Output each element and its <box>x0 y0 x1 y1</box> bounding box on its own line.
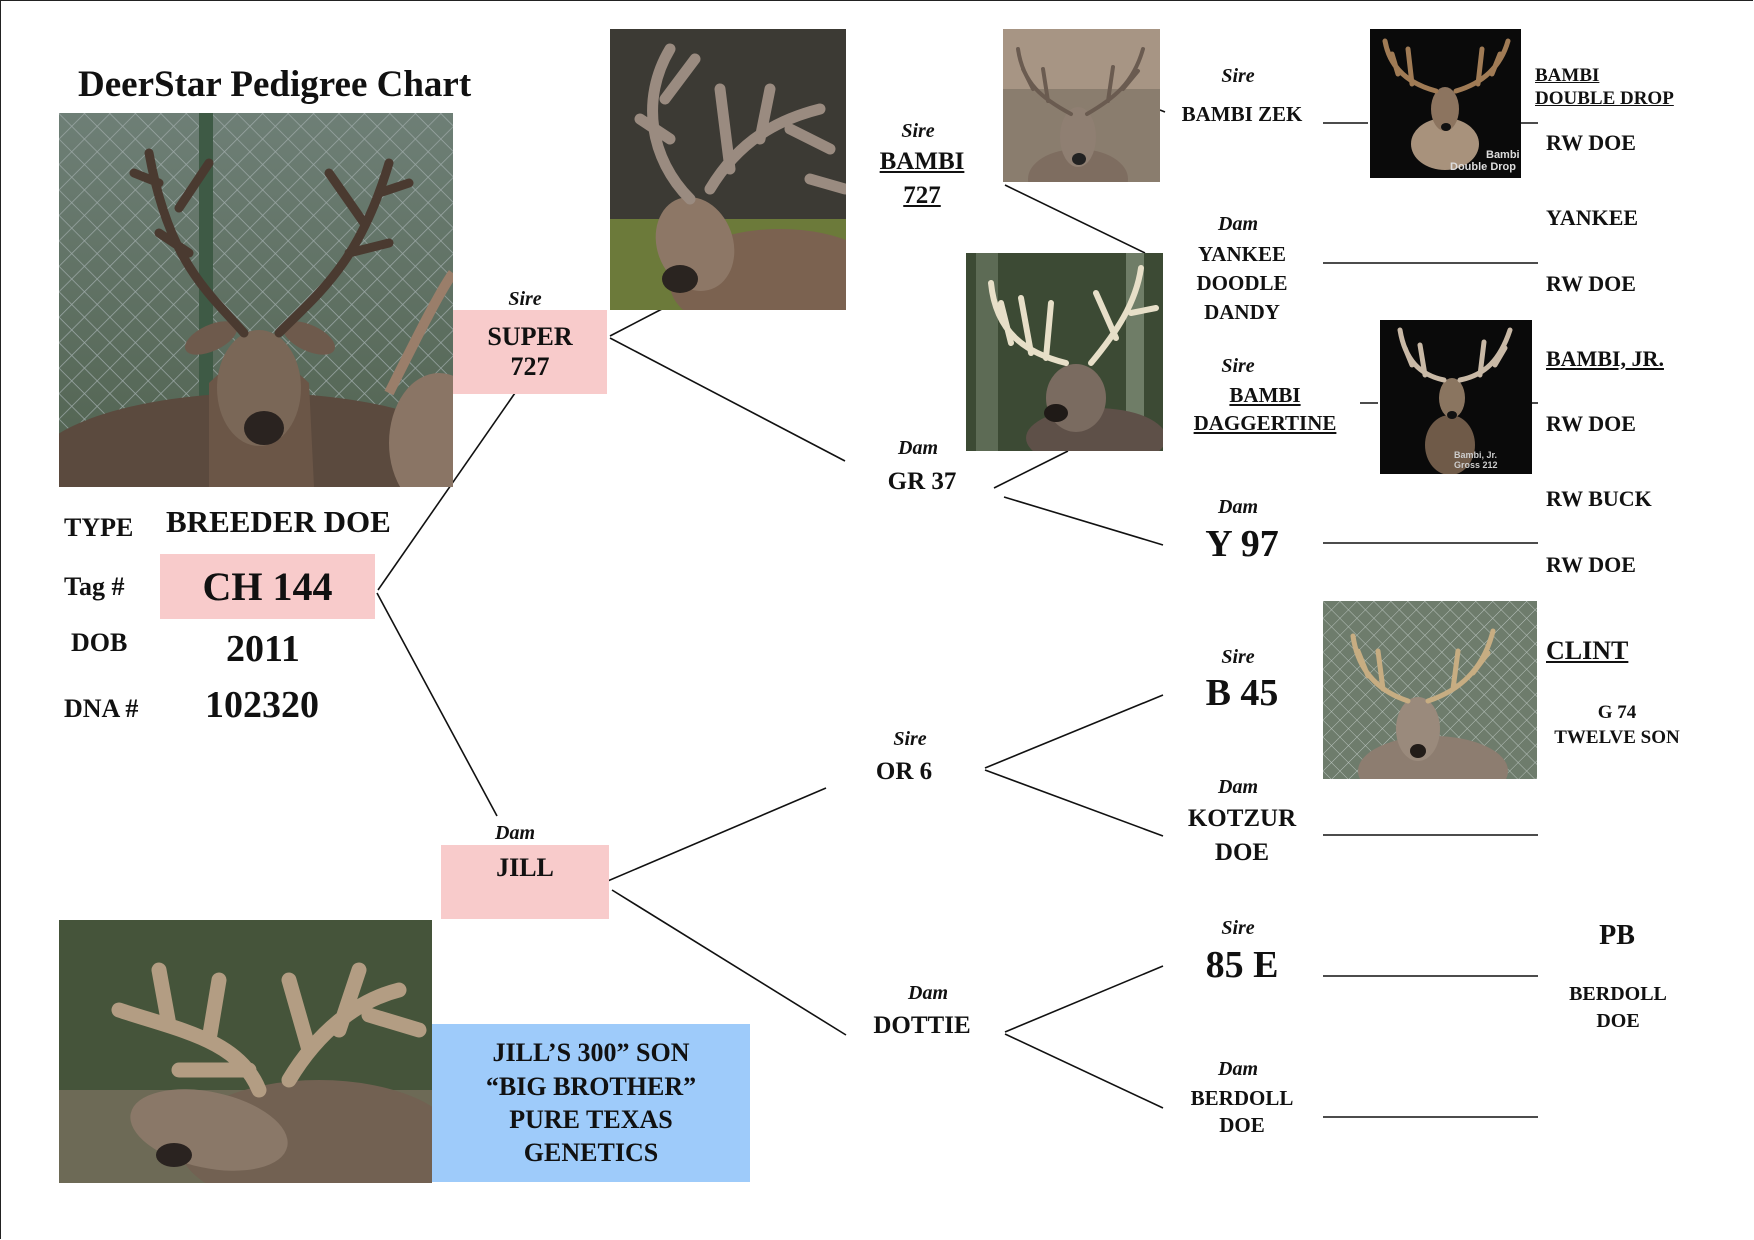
label-sire-b45: Sire <box>1221 646 1255 668</box>
label-dam-kotzur: Dam <box>1218 776 1258 798</box>
yankee-gen4: YANKEE <box>1546 205 1639 230</box>
label-sire-bambi-727: Sire <box>901 120 935 142</box>
rw-doe-1: RW DOE <box>1546 130 1636 155</box>
double-drop-caption-1: Bambi <box>1486 149 1520 161</box>
line-jill-or6 <box>602 787 827 884</box>
tag-label: Tag # <box>64 572 125 601</box>
photo-gr-37 <box>966 253 1163 451</box>
line-super-bambi <box>609 308 663 337</box>
rw-buck: RW BUCK <box>1546 486 1652 511</box>
label-dam-dottie: Dam <box>908 982 948 1004</box>
promo-box: JILL’S 300” SON “BIG BROTHER” PURE TEXAS… <box>432 1024 750 1182</box>
line-gr37-y97 <box>1003 496 1164 546</box>
photo-bambi-727 <box>1003 29 1160 182</box>
line-subject-sire <box>377 392 516 591</box>
double-drop-caption-2: Double Drop <box>1450 161 1516 173</box>
b45-name: B 45 <box>1205 672 1279 714</box>
sire-super-727-box: SUPER 727 <box>453 310 607 394</box>
photo-b-45 <box>1323 601 1537 779</box>
bambi-jr-gen4: BAMBI, JR. <box>1546 346 1664 371</box>
clint: CLINT <box>1546 636 1629 665</box>
pb: PB <box>1599 920 1635 951</box>
promo-line3: PURE TEXAS <box>509 1105 673 1134</box>
bambi-727-line2: 727 <box>903 182 941 209</box>
bambi-double-drop-line2: DOUBLE DROP <box>1535 88 1674 109</box>
bambi-zek-name: BAMBI ZEK <box>1181 102 1303 126</box>
daggertine-line1: BAMBI <box>1229 383 1301 407</box>
label-sire-bambi-zek: Sire <box>1221 65 1255 87</box>
85e-name: 85 E <box>1205 944 1279 986</box>
berdoll-gen4-line1: BERDOLL <box>1569 983 1667 1005</box>
page-title: DeerStar Pedigree Chart <box>78 64 472 105</box>
promo-line1: JILL’S 300” SON <box>492 1038 690 1068</box>
berdoll-gen4-line2: DOE <box>1596 1010 1640 1032</box>
bambi-double-drop-line1: BAMBI <box>1535 65 1600 86</box>
berdoll3-line1: BERDOLL <box>1190 1086 1294 1110</box>
type-label: TYPE <box>64 513 134 542</box>
rw-doe-4: RW DOE <box>1546 552 1636 577</box>
kotzur-line1: KOTZUR <box>1187 805 1297 832</box>
photo-subject-doe <box>59 113 453 487</box>
gr37-name: GR 37 <box>887 468 957 495</box>
label-sire-85e: Sire <box>1221 917 1255 939</box>
tag-value: CH 144 <box>202 564 333 609</box>
y97-name: Y 97 <box>1205 523 1279 565</box>
label-dam-berdoll: Dam <box>1218 1058 1258 1080</box>
sire-super-line2: 727 <box>510 352 550 381</box>
label-dam-yankee: Dam <box>1218 213 1258 235</box>
tag-value-box: CH 144 <box>160 554 375 619</box>
line-dottie-85e <box>1004 965 1164 1033</box>
type-value: BREEDER DOE <box>166 504 391 539</box>
photo-bambi-double-drop: Bambi Double Drop <box>1370 29 1521 178</box>
dob-value: 2011 <box>226 628 300 670</box>
label-dam-jill: Dam <box>495 822 535 844</box>
daggertine-line2: DAGGERTINE <box>1193 411 1337 435</box>
dam-jill-box: JILL <box>441 845 609 919</box>
dob-label: DOB <box>71 628 128 657</box>
line-subject-dam <box>376 592 498 817</box>
photo-bambi-jr: Bambi, Jr. Gross 212 <box>1380 320 1532 474</box>
photo-big-brother <box>59 920 432 1183</box>
dna-label: DNA # <box>64 694 139 723</box>
rw-doe-3: RW DOE <box>1546 411 1636 436</box>
label-dam-gr37: Dam <box>898 437 938 459</box>
label-sire-super: Sire <box>508 288 542 310</box>
bambi-727-line1: BAMBI <box>879 148 965 175</box>
rw-doe-2: RW DOE <box>1546 271 1636 296</box>
or6-name: OR 6 <box>875 758 933 785</box>
promo-line2: “BIG BROTHER” <box>485 1071 697 1101</box>
dam-jill-name: JILL <box>496 853 554 882</box>
yankee-line3: DANDY <box>1204 300 1280 324</box>
label-dam-y97: Dam <box>1218 496 1258 518</box>
line-or6-b45 <box>984 694 1164 769</box>
bambi-jr-caption-1: Bambi, Jr. <box>1454 450 1498 460</box>
sire-super-line1: SUPER <box>487 322 573 351</box>
g74-line1: G 74 <box>1597 702 1637 723</box>
line-bambi727-yankee <box>1004 184 1146 254</box>
line-or6-kotzur <box>984 769 1164 837</box>
line-jill-dottie <box>611 889 847 1036</box>
label-sire-daggertine: Sire <box>1221 355 1255 377</box>
dottie-name: DOTTIE <box>873 1012 971 1039</box>
yankee-line1: YANKEE <box>1198 242 1286 266</box>
kotzur-line2: DOE <box>1214 839 1270 866</box>
line-gr37-daggertine <box>993 450 1069 489</box>
line-bambi727-zek <box>1159 109 1166 113</box>
bambi-jr-caption-2: Gross 212 <box>1454 460 1498 470</box>
berdoll3-line2: DOE <box>1219 1113 1265 1137</box>
promo-line4: GENETICS <box>523 1138 659 1168</box>
line-dottie-berdoll <box>1004 1033 1164 1109</box>
line-super-gr37 <box>609 337 846 462</box>
g74-line2: TWELVE SON <box>1554 727 1680 748</box>
yankee-line2: DOODLE <box>1196 271 1288 295</box>
photo-super-727 <box>610 29 846 310</box>
dna-value: 102320 <box>205 684 319 726</box>
label-sire-or6: Sire <box>893 728 927 750</box>
